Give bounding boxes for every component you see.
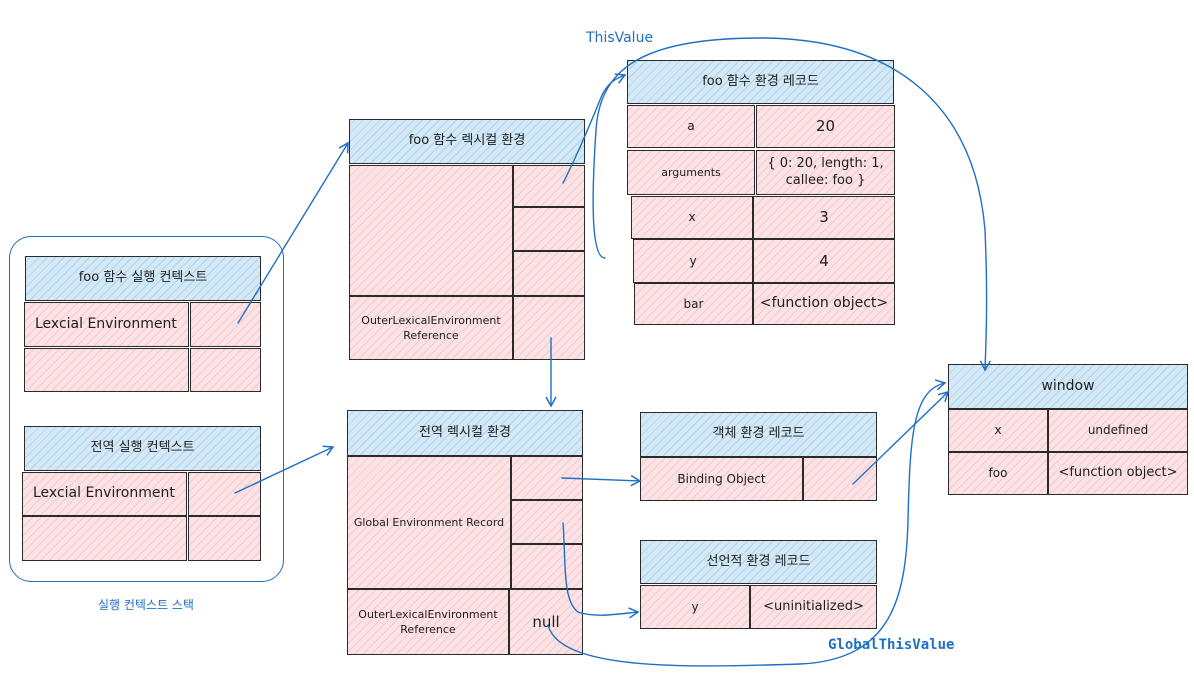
foo-execution-context-title: foo 함수 실행 컨텍스트 [78, 270, 208, 286]
global-lexical-env-outer-ref-label: OuterLexicalEnvironment Reference [347, 589, 509, 655]
global-env-record-label: Global Environment Record [353, 515, 505, 529]
arrow-foo-context-to-foo-lexical-env [237, 141, 349, 324]
global-lexical-env-slot-2 [511, 500, 583, 544]
foo-env-record-key-arguments: arguments [627, 150, 755, 195]
object-env-binding-object: Binding Object [640, 457, 803, 501]
object-env-record-title: 객체 환경 레코드 [712, 426, 805, 442]
declarative-env-record-title: 선언적 환경 레코드 [706, 553, 811, 569]
global-context-lexical-env-pointer [188, 472, 261, 516]
foo-context-lexical-env-label: Lexcial Environment [24, 302, 189, 347]
window-header: window [948, 364, 1188, 409]
foo-lexical-env-slot-3 [513, 251, 585, 296]
foo-env-value-text: { 0: 20, length: 1, callee: foo } [767, 156, 884, 188]
foo-env-record-key-y: y [633, 239, 753, 283]
foo-lexical-env-record-area [349, 165, 513, 296]
foo-env-record-title: foo 함수 환경 레코드 [702, 73, 819, 89]
foo-env-record-header: foo 함수 환경 레코드 [627, 60, 894, 104]
foo-execution-context-header: foo 함수 실행 컨텍스트 [25, 256, 261, 301]
foo-context-lexical-env-pointer [190, 302, 261, 347]
foo-env-record-key-a: a [627, 105, 755, 148]
global-execution-context-header: 전역 실행 컨텍스트 [24, 426, 261, 471]
global-lexical-env-slot-3 [511, 544, 583, 589]
window-value-x: undefined [1048, 409, 1188, 452]
foo-env-key-text: x [688, 210, 696, 225]
this-value-label: ThisValue [586, 30, 654, 46]
declarative-env-value-text: <uninitialized> [763, 598, 864, 614]
object-env-binding-pointer [803, 457, 877, 501]
foo-env-record-value-a: 20 [756, 105, 895, 148]
foo-lexical-env-outer-ref-pointer [513, 296, 585, 360]
arrow-foo-lexical-env-to-foo-env-record [562, 73, 627, 184]
foo-env-value-text: <function object> [759, 295, 889, 312]
arrow-global-slot-to-object-env-record [561, 475, 642, 487]
global-lexical-env-title: 전역 렉시컬 환경 [419, 424, 511, 440]
foo-lexical-env-header: foo 함수 렉시컬 환경 [349, 119, 585, 164]
global-context-empty-cell [22, 516, 187, 561]
foo-lexical-env-title: foo 함수 렉시컬 환경 [408, 133, 526, 149]
foo-env-record-key-x: x [631, 196, 753, 239]
foo-env-record-value-y: 4 [753, 239, 895, 283]
window-key-text: x [994, 423, 1002, 438]
window-key-foo: foo [948, 452, 1048, 495]
object-env-record-header: 객체 환경 레코드 [640, 412, 877, 457]
foo-env-key-text: a [687, 119, 695, 134]
global-context-lexical-env-label: Lexcial Environment [22, 472, 187, 516]
declarative-env-value-y: <uninitialized> [750, 585, 877, 629]
foo-context-lexical-env-text: Lexcial Environment [35, 315, 177, 332]
global-lexical-env-outer-ref-text: OuterLexicalEnvironment Reference [358, 607, 498, 636]
declarative-env-key-text: y [691, 599, 699, 614]
foo-env-value-text: 3 [819, 208, 829, 226]
declarative-env-record-header: 선언적 환경 레코드 [640, 540, 877, 584]
foo-env-value-text: 4 [819, 251, 829, 270]
declarative-env-key-y: y [640, 585, 750, 629]
foo-env-key-text: bar [683, 296, 704, 311]
foo-env-record-value-x: 3 [753, 196, 895, 239]
foo-env-key-text: arguments [661, 165, 721, 179]
global-execution-context-title: 전역 실행 컨텍스트 [90, 440, 195, 456]
foo-env-value-text: 20 [815, 117, 836, 135]
foo-env-record-value-arguments: { 0: 20, length: 1, callee: foo } [756, 150, 895, 195]
arrow-global-this-value [547, 379, 947, 667]
foo-context-empty-cell [24, 348, 189, 392]
arrow-global-slot-to-declarative-env-record [562, 522, 640, 619]
window-value-text: undefined [1087, 423, 1149, 438]
window-value-text: <function object> [1058, 465, 1178, 481]
arrow-binding-object-to-window [852, 390, 950, 485]
execution-context-stack-label: 실행 컨텍스트 스택 [98, 598, 194, 612]
global-context-empty-cell-2 [188, 516, 261, 561]
foo-lexical-env-outer-ref-text: OuterLexicalEnvironment Reference [361, 313, 501, 342]
foo-env-record-value-bar: <function object> [753, 283, 895, 325]
foo-lexical-env-slot-2 [513, 207, 585, 251]
window-value-foo: <function object> [1048, 452, 1188, 495]
foo-env-record-key-bar: bar [634, 283, 753, 325]
foo-context-empty-cell-2 [190, 348, 261, 392]
global-this-value-label: GlobalThisValue [828, 637, 955, 653]
arrow-global-context-to-global-lexical-env [234, 445, 335, 494]
arrow-this-value [592, 37, 991, 372]
global-env-record: Global Environment Record [347, 456, 511, 589]
window-key-x: x [948, 409, 1048, 452]
global-context-lexical-env-text: Lexcial Environment [33, 485, 175, 502]
global-lexical-env-header: 전역 렉시컬 환경 [347, 410, 583, 456]
window-key-text: foo [988, 466, 1008, 481]
window-title: window [1041, 377, 1095, 394]
foo-lexical-env-slot-1 [513, 165, 585, 207]
foo-env-key-text: y [689, 253, 697, 268]
outer-ref-null-value: null [532, 612, 560, 631]
execution-context-stack [9, 236, 284, 582]
foo-lexical-env-outer-ref-label: OuterLexicalEnvironment Reference [349, 296, 513, 360]
binding-object-label: Binding Object [677, 471, 766, 486]
